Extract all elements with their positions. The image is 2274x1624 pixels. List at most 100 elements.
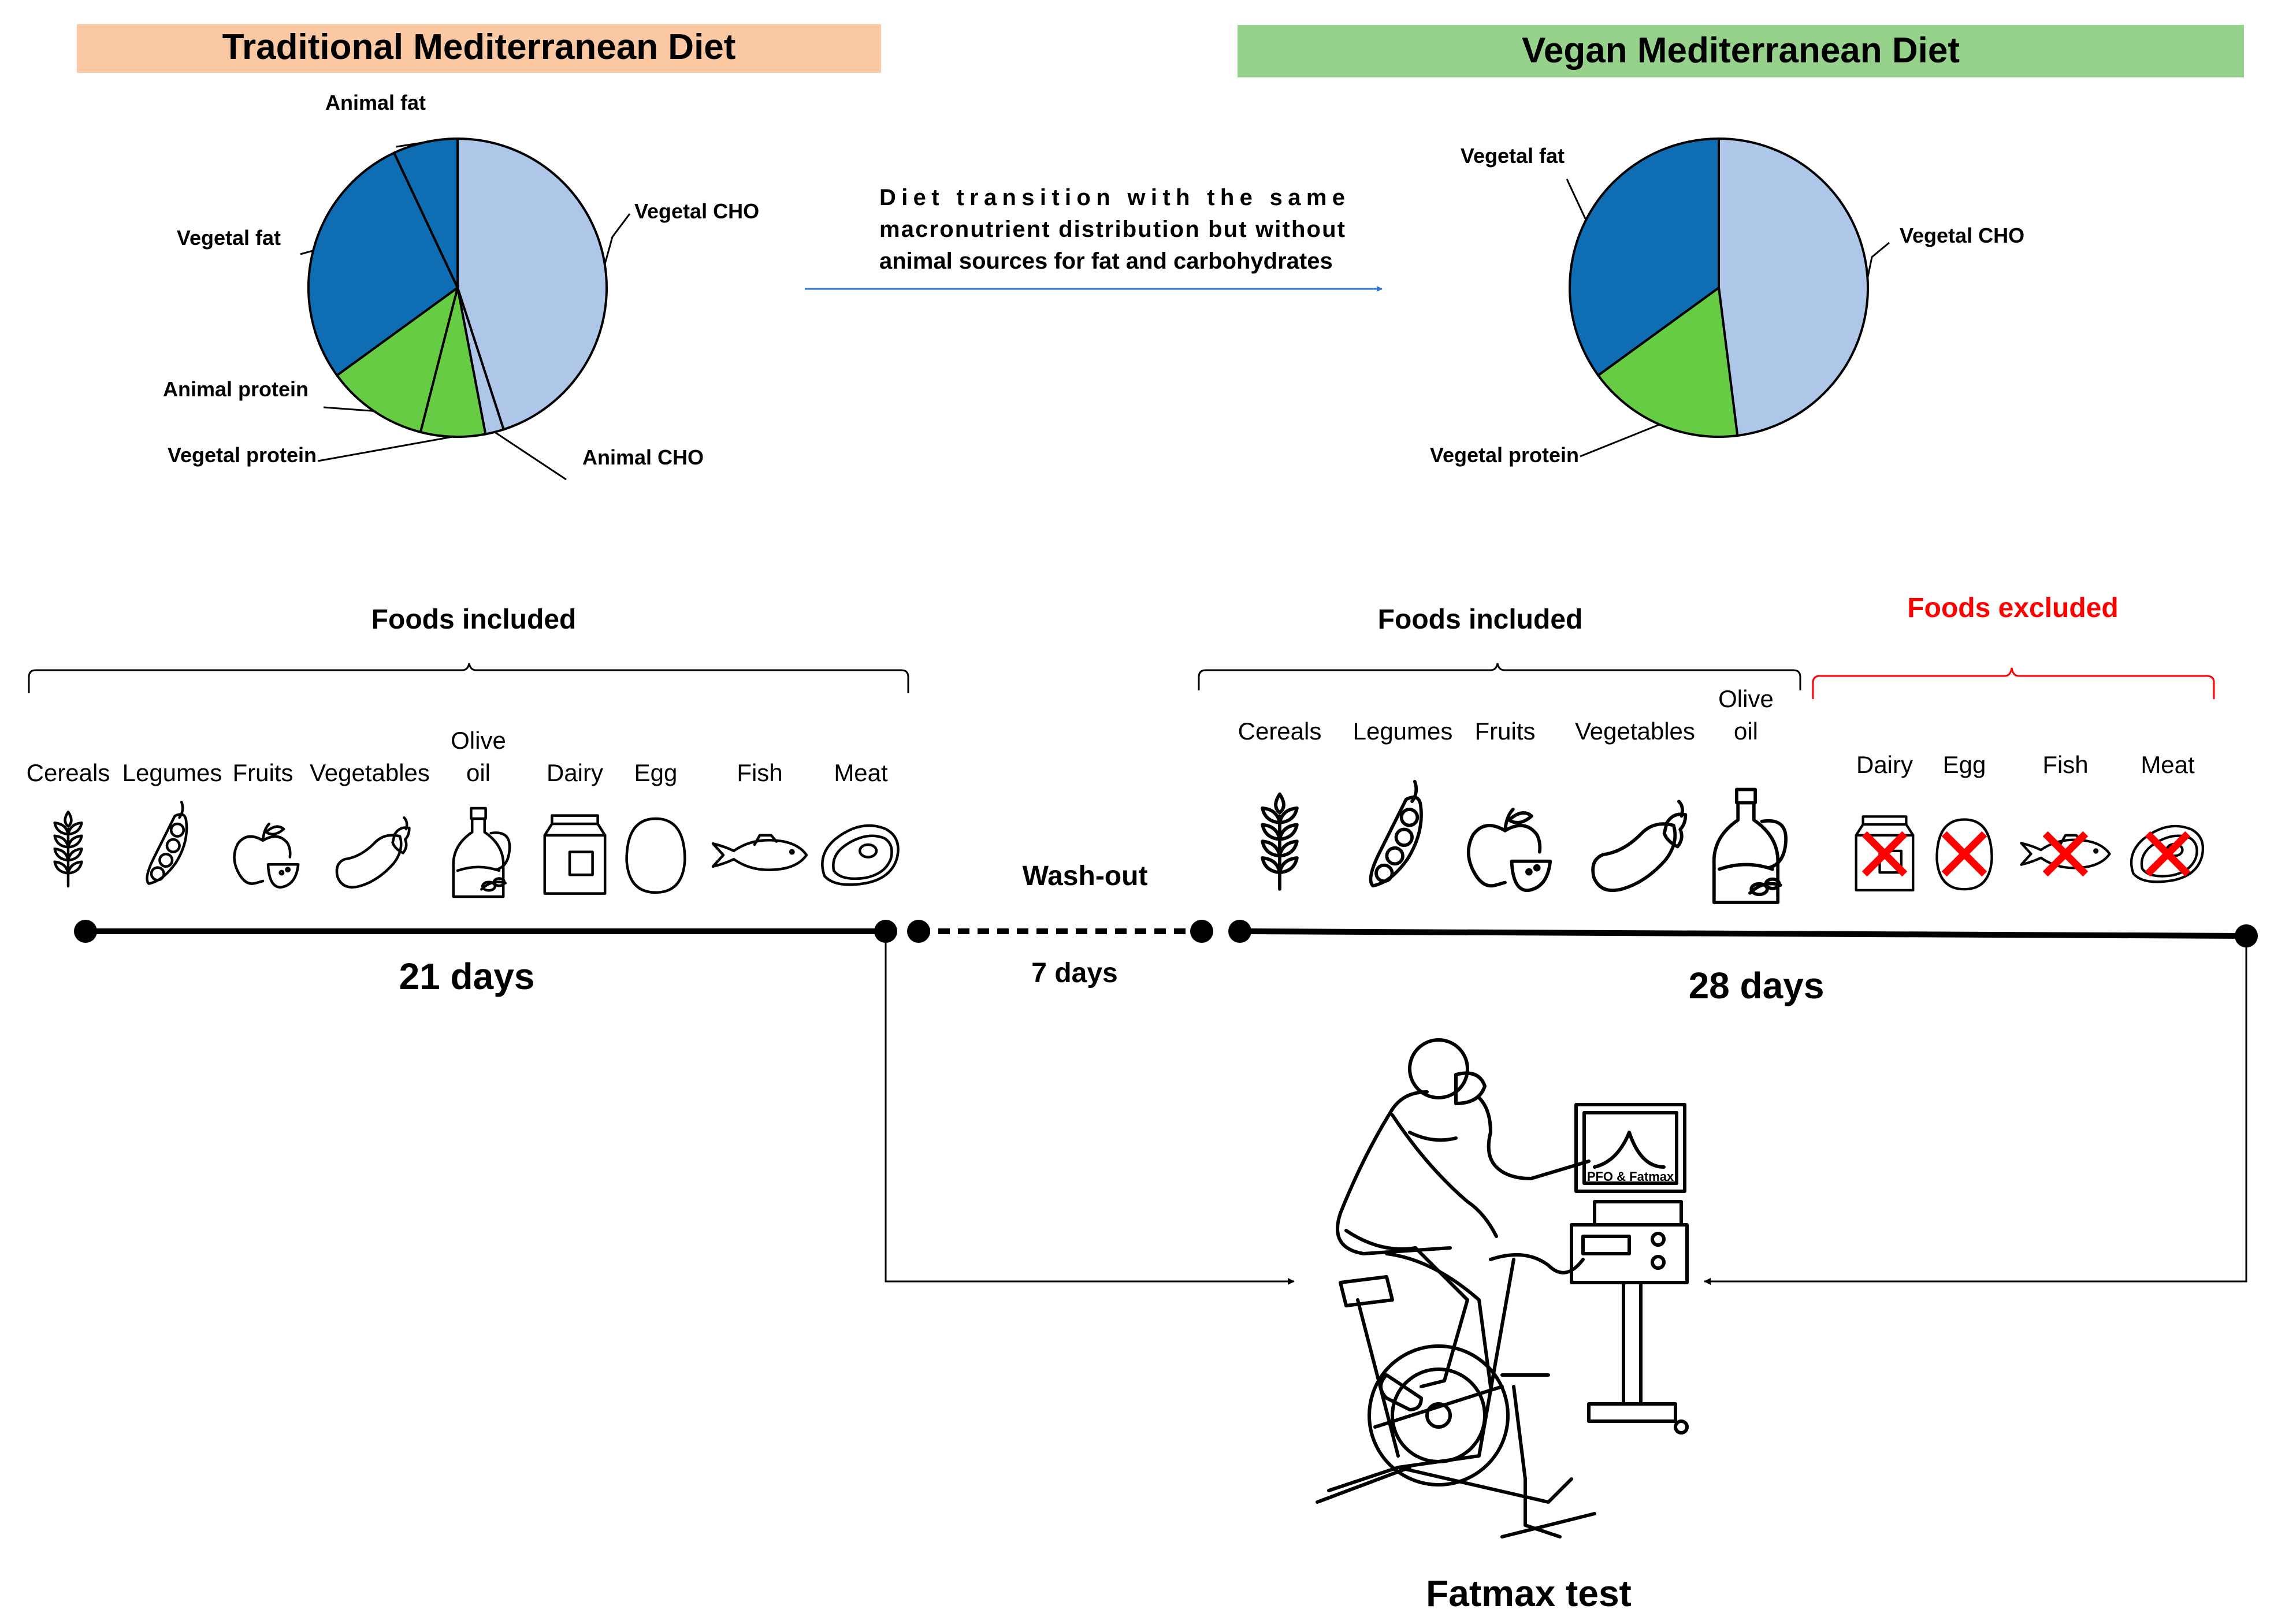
vegan-label-vegetal-cho: Vegetal CHO <box>1900 224 2024 247</box>
vegan-diet-panel: Vegan Mediterranean Diet Vegetal CHO Vege… <box>1238 25 2244 467</box>
phase1-food-label-egg: Egg <box>634 759 678 786</box>
phase1-food-fish: Fish <box>713 759 807 870</box>
phase2-food-label-vegetables: Vegetables <box>1575 718 1695 745</box>
phase2-start-dot <box>1228 920 1251 943</box>
phase2-end-dot <box>2235 924 2258 947</box>
phase2-foods-excluded-header: Foods excluded <box>1907 593 2118 623</box>
phase1-foods: Foods included Cereals Legumes Fruits Veget… <box>27 604 909 897</box>
phase1-food-label-vegetables: Vegetables <box>310 759 430 786</box>
vegan-slice-vegetal-protein <box>1596 285 1739 438</box>
vegan-leader-vegetal-protein <box>1580 423 1660 458</box>
traditional-leader-animal-cho <box>494 431 567 481</box>
traditional-label-animal-cho: Animal CHO <box>582 445 704 469</box>
phase2-foods-included-header: Foods included <box>1378 604 1583 635</box>
traditional-leader-vegetal-cho <box>604 213 631 265</box>
phase1-food-olive-oil: Olive oil <box>451 727 510 897</box>
phase1-food-label-dairy: Dairy <box>547 759 603 786</box>
vegan-slice-vegetal-cho <box>1718 137 1869 437</box>
red-x-icon <box>1941 831 1987 877</box>
transition-text-line-2: macronutrient distribution but without <box>879 217 1345 242</box>
stationary-bike-rider-icon: PFO & Fatmax <box>1316 1038 1689 1538</box>
traditional-slice-vegetal-cho <box>456 137 608 431</box>
eggplant-icon <box>337 817 409 887</box>
phase2-to-test-arrow <box>1704 947 2247 1285</box>
traditional-leader-animal-fat <box>396 141 425 148</box>
phase1-food-dairy: Dairy <box>545 759 605 894</box>
traditional-label-animal-protein: Animal protein <box>163 377 309 401</box>
red-x-icon <box>2042 831 2089 877</box>
wheat-icon <box>55 812 82 886</box>
phase1-to-test-arrow <box>885 942 1295 1285</box>
traditional-slice-vegetal-protein <box>419 287 487 438</box>
timeline: 21 days Wash-out 7 days 28 days <box>74 861 2258 1285</box>
milk-carton-icon <box>545 816 605 894</box>
phase2-food-olive-oil: Olive oil <box>1714 685 1786 902</box>
vegan-leader-vegetal-fat <box>1566 179 1587 221</box>
peapod-icon <box>1370 782 1421 886</box>
phase2-excluded-food-label-fish: Fish <box>2042 751 2088 778</box>
phase2-excluded-food-label-meat: Meat <box>2141 751 2195 778</box>
phase1-end-dot <box>874 920 897 943</box>
transition-text-line-1: Diet transition with the same <box>879 185 1345 210</box>
phase2-food-vegetables: Vegetables <box>1575 718 1695 890</box>
phase2-food-label-cereals: Cereals <box>1238 718 1322 745</box>
olive-oil-bottle-icon <box>1714 790 1786 903</box>
phase1-food-label-olive-oil-1: Olive <box>451 727 506 754</box>
wheat-icon <box>1262 794 1297 889</box>
phase2-food-fruits: Fruits <box>1469 718 1550 890</box>
phase1-food-label-legumes: Legumes <box>122 759 222 786</box>
phase1-foods-included-header: Foods included <box>371 604 577 635</box>
phase2-food-label-olive-oil-2: oil <box>1734 718 1758 745</box>
phase1-food-meat: Meat <box>822 759 898 885</box>
vegan-diet-title: Vegan Mediterranean Diet <box>1522 31 1960 70</box>
phase2-excluded-food-dairy: Dairy <box>1856 751 1913 890</box>
phase1-duration: 21 days <box>399 956 535 997</box>
phase1-brace <box>28 663 909 693</box>
phase1-food-label-cereals: Cereals <box>27 759 110 786</box>
vegan-label-vegetal-protein: Vegetal protein <box>1430 443 1579 467</box>
traditional-slice-animal-protein <box>335 285 460 434</box>
apple-icon <box>1469 809 1550 890</box>
monitor-label: PFO & Fatmax <box>1587 1169 1674 1184</box>
phase2-excluded-brace <box>1812 667 2215 699</box>
traditional-diet-title: Traditional Mediterranean Diet <box>222 27 736 67</box>
phase1-food-label-fruits: Fruits <box>233 759 293 786</box>
phase2-line <box>1239 928 2247 939</box>
phase1-start-dot <box>74 920 97 943</box>
traditional-leader-vegetal-fat <box>300 250 314 255</box>
phase1-food-egg: Egg <box>627 759 685 893</box>
washout-end-dot <box>1190 920 1213 943</box>
phase2-excluded-food-label-dairy: Dairy <box>1856 751 1913 778</box>
phase2-duration: 28 days <box>1689 965 1825 1006</box>
traditional-leader-vegetal-protein <box>317 436 454 462</box>
washout-start-dot <box>907 920 930 943</box>
phase1-food-label-olive-oil-2: oil <box>466 759 491 786</box>
steak-icon <box>822 826 898 885</box>
phase2-included-brace <box>1198 663 1801 690</box>
traditional-slice-animal-fat <box>392 137 459 288</box>
phase2-excluded-food-label-egg: Egg <box>1943 751 1986 778</box>
diet-transition: Diet transition with the same macronutri… <box>805 185 1383 292</box>
traditional-diet-title-bg <box>77 24 881 73</box>
phase2-excluded-food-egg: Egg <box>1937 751 1991 889</box>
vegan-diet-title-bg <box>1238 25 2244 77</box>
egg-icon <box>627 819 685 893</box>
vegan-label-vegetal-fat: Vegetal fat <box>1461 144 1565 168</box>
vegan-leader-vegetal-cho <box>1867 241 1890 279</box>
eggplant-icon <box>1593 801 1685 890</box>
phase2-foods: Foods included Foods excluded Cereals Leg… <box>1198 593 2215 902</box>
apple-icon <box>235 824 299 887</box>
phase2-food-label-olive-oil-1: Olive <box>1718 685 1774 712</box>
phase2-food-label-legumes: Legumes <box>1353 718 1453 745</box>
transition-text-line-3: animal sources for fat and carbohydrates <box>879 248 1333 274</box>
traditional-leader-animal-protein <box>323 406 374 412</box>
phase1-food-label-meat: Meat <box>834 759 888 786</box>
phase2-food-label-fruits: Fruits <box>1475 718 1536 745</box>
traditional-diet-panel: Traditional Mediterranean Diet Vegetal C… <box>77 24 881 481</box>
phase1-food-cereals: Cereals <box>27 759 110 886</box>
washout-duration: 7 days <box>1031 958 1117 988</box>
washout-label: Wash-out <box>1023 861 1148 891</box>
phase2-excluded-food-fish: Fish <box>2022 751 2110 877</box>
traditional-label-vegetal-protein: Vegetal protein <box>168 443 317 467</box>
vegan-slice-vegetal-fat <box>1569 137 1720 377</box>
